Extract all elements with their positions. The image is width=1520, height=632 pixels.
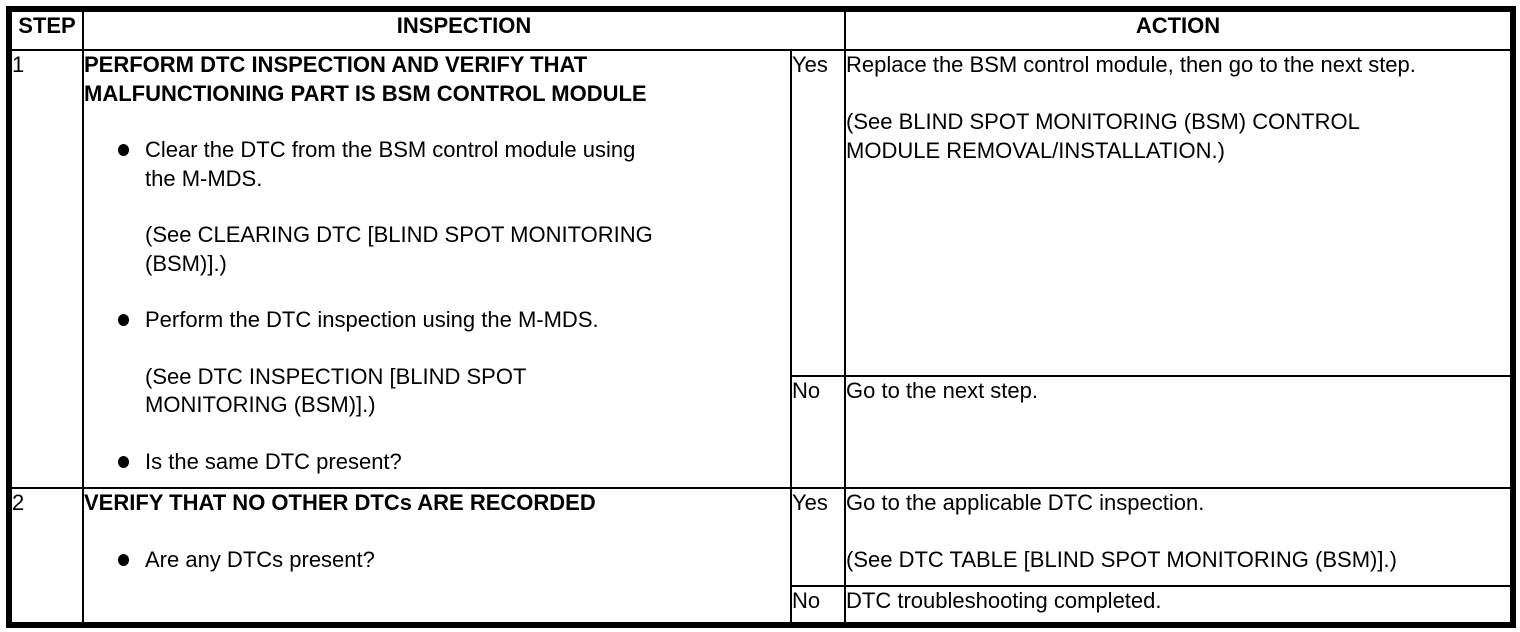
- bullet-icon: [118, 455, 129, 468]
- step-2-action-no: DTC troubleshooting completed.: [844, 585, 1514, 626]
- bullet-text: Perform the DTC inspection using the M-M…: [145, 307, 599, 332]
- step-2-inspection-cell: VERIFY THAT NO OTHER DTCs ARE RECORDED A…: [82, 487, 792, 626]
- header-step: STEP: [8, 8, 84, 51]
- step-2-action-yes: Go to the applicable DTC inspection. (Se…: [844, 487, 1514, 587]
- bullet-icon: [118, 553, 129, 566]
- step-1-answer-yes: Yes: [790, 49, 846, 377]
- step-1-action-no: Go to the next step.: [844, 375, 1514, 489]
- step-2-answer-yes: Yes: [790, 487, 846, 587]
- step-1-bullet-1-note: (See CLEARING DTC [BLIND SPOT MONITORING…: [145, 222, 653, 276]
- header-inspection: INSPECTION: [82, 8, 846, 51]
- bullet-icon: [118, 144, 129, 156]
- step-1-bullet-3: Is the same DTC present?: [85, 448, 789, 477]
- bullet-icon: [118, 314, 129, 326]
- step-2-inspection-title: VERIFY THAT NO OTHER DTCs ARE RECORDED: [84, 490, 596, 515]
- bullet-text: Are any DTCs present?: [145, 546, 375, 572]
- step-2-number: 2: [8, 487, 84, 626]
- bullet-text: Is the same DTC present?: [145, 448, 402, 474]
- bullet-text: Clear the DTC from the BSM control modul…: [145, 137, 636, 191]
- step-2-answer-no: No: [790, 585, 846, 626]
- step-1-inspection-cell: PERFORM DTC INSPECTION AND VERIFY THAT M…: [82, 49, 792, 489]
- step-1-bullet-2-note: (See DTC INSPECTION [BLIND SPOT MONITORI…: [145, 363, 527, 418]
- header-action: ACTION: [844, 8, 1514, 51]
- step-1-answer-no: No: [790, 375, 846, 489]
- step-1-inspection-title: PERFORM DTC INSPECTION AND VERIFY THAT M…: [84, 52, 647, 106]
- step-1-action-yes: Replace the BSM control module, then go …: [844, 49, 1514, 377]
- step-2-bullet-1: Are any DTCs present?: [85, 546, 789, 575]
- troubleshooting-table-wrapper: STEP INSPECTION ACTION 1 PERFORM DTC INS…: [6, 6, 1516, 628]
- step-1-bullet-1: Clear the DTC from the BSM control modul…: [85, 136, 789, 193]
- step-1-number: 1: [8, 49, 84, 489]
- step-1-bullet-2: Perform the DTC inspection using the M-M…: [85, 306, 789, 335]
- dtc-troubleshooting-table: STEP INSPECTION ACTION 1 PERFORM DTC INS…: [6, 6, 1516, 628]
